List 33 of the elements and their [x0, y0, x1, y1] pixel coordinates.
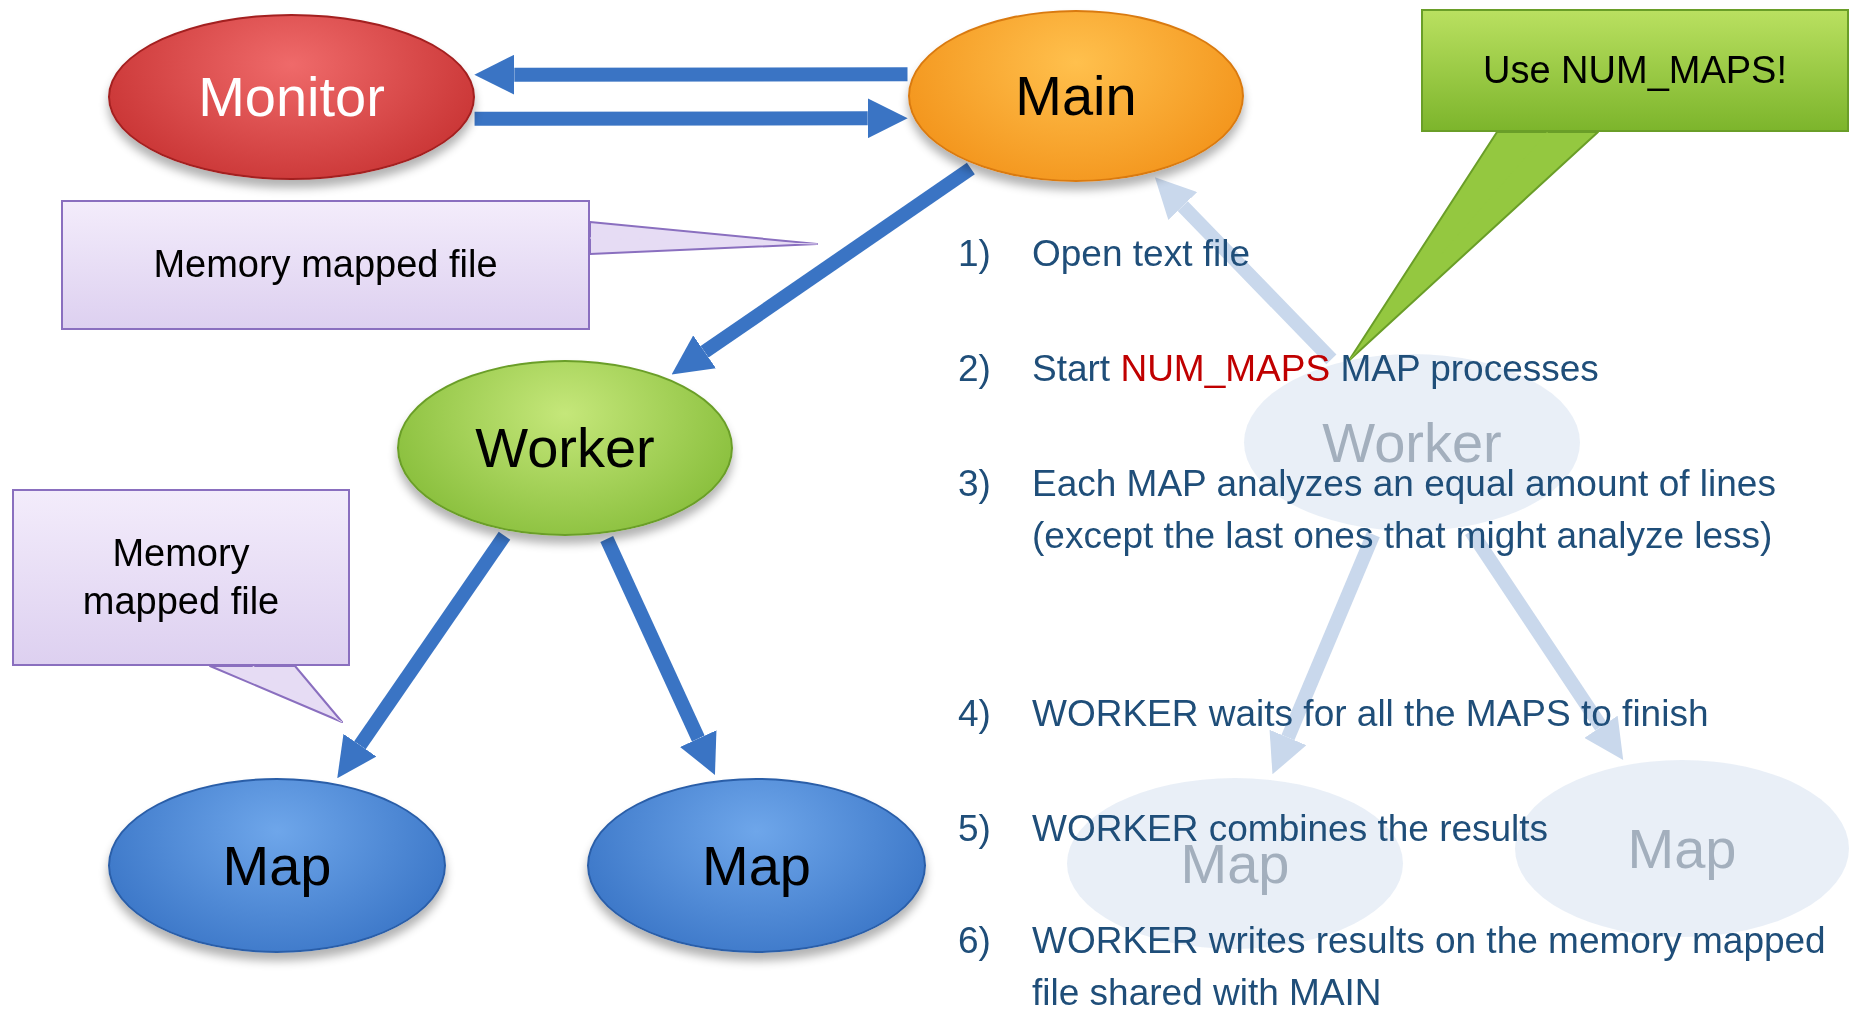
callout-box: [61, 200, 590, 330]
list-item-text: WORKER writes results on the memory mapped file shared with MAIN: [1032, 919, 1827, 1015]
arrow: [671, 162, 975, 375]
callout-box: [12, 489, 350, 666]
node-label: Memory mapped file: [81, 531, 281, 624]
node-label: Map: [702, 832, 811, 899]
callout-box: [1421, 9, 1849, 132]
node-label: Memory mapped file: [153, 242, 498, 288]
arrow: [474, 98, 908, 139]
list-number: 5): [958, 807, 992, 851]
node-label: Monitor: [198, 64, 385, 130]
list-number: 3): [958, 462, 992, 506]
list-number: 6): [958, 919, 992, 963]
list-item-text: Start NUM_MAPS MAP processes: [1032, 347, 1599, 391]
arrow: [1269, 531, 1380, 775]
arrow: [474, 54, 908, 95]
list-number: 2): [958, 347, 992, 391]
node-label: Main: [1015, 63, 1137, 129]
arrow: [1154, 177, 1337, 365]
list-number: 4): [958, 692, 992, 736]
list-item-text: Open text file: [1032, 232, 1250, 276]
arrow: [600, 536, 717, 775]
leader-line: [209, 665, 343, 723]
leader-line: [1347, 131, 1599, 362]
arrow: [1465, 527, 1624, 761]
node-label: Use NUM_MAPS!: [1482, 47, 1788, 93]
node-label: Map: [222, 832, 332, 899]
arrow: [337, 531, 511, 779]
leader-line: [589, 221, 818, 255]
list-number: 1): [958, 232, 992, 276]
node-label: Map: [1627, 815, 1737, 882]
node-label: Worker: [475, 415, 655, 481]
list-item-text: WORKER waits for all the MAPS to finish: [1032, 692, 1709, 736]
